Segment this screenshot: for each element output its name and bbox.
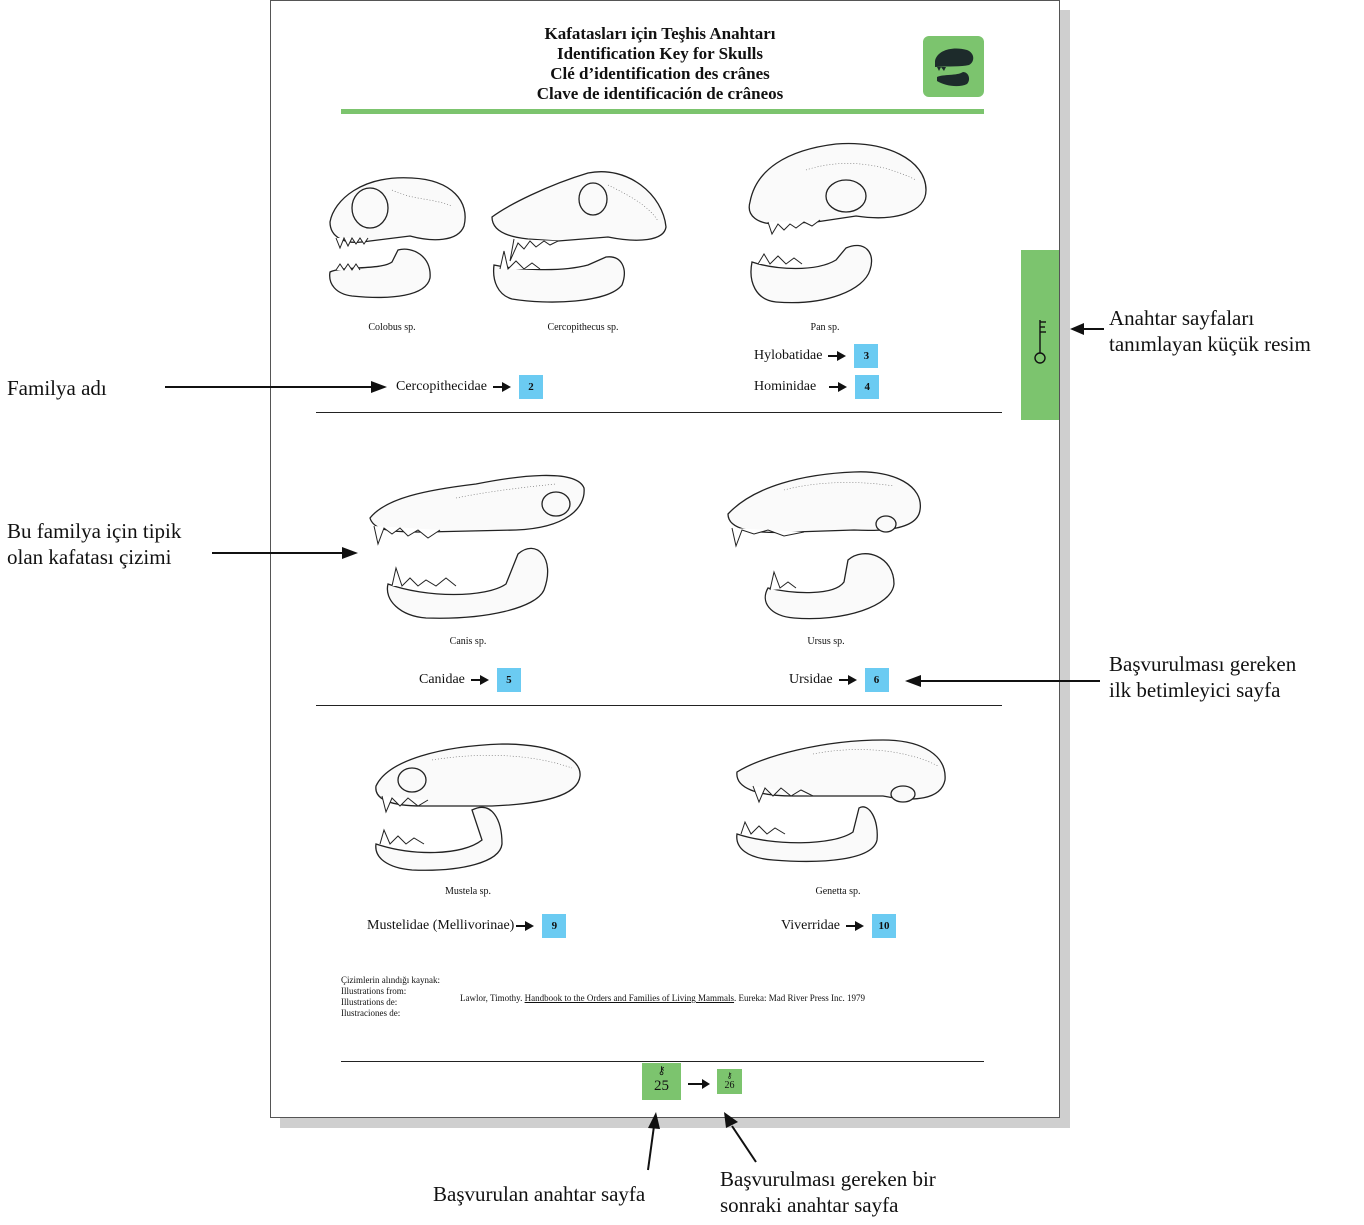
family-name: Cercopithecidae <box>396 379 487 394</box>
genetta-skull-drawing <box>736 739 946 862</box>
footer-rule <box>341 1061 984 1062</box>
title-line-tr: Kafatasları için Teşhis Anahtarı <box>544 24 776 43</box>
current-key-page-box[interactable]: ⚷ 25 <box>642 1063 681 1100</box>
annotation-first-page: Başvurulması gereken ilk betimleyici say… <box>1109 652 1297 702</box>
page-ref-box[interactable]: 10 <box>872 914 897 938</box>
key-icon <box>1034 320 1046 364</box>
page-ref-box[interactable]: 6 <box>864 668 889 692</box>
family-entry-viverridae: Viverridae 10 <box>781 914 897 938</box>
credits-label: Illustrations de: <box>341 997 398 1007</box>
page-ref-box[interactable]: 9 <box>542 914 567 938</box>
arrow-right-icon <box>516 921 535 931</box>
arrow-right-icon <box>838 675 857 685</box>
title-line-es: Clave de identificación de crâneos <box>536 84 784 103</box>
skull-caption: Genetta sp. <box>815 886 861 897</box>
arrow-right-icon <box>828 351 847 361</box>
title-rule <box>341 109 984 114</box>
annotation-arrow <box>905 675 1100 687</box>
skull-caption: Colobus sp. <box>368 322 416 333</box>
page-title: Kafatasları için Teşhis Anahtarı Identif… <box>470 24 850 104</box>
next-key-page-box[interactable]: ⚷ 26 <box>717 1069 742 1094</box>
credits-label: Ilustraciones de: <box>341 1008 401 1018</box>
annotation-next-key: Başvurulması gereken bir sonraki anahtar… <box>720 1167 936 1217</box>
cercopithecus-skull-drawing <box>491 171 667 303</box>
family-name: Mustelidae (Mellivorinae) <box>367 918 515 933</box>
annotation-arrow <box>212 547 358 559</box>
annotation-arrow <box>165 381 387 393</box>
ref-rest: . Eureka: Mad River Press Inc. 1979 <box>734 993 866 1003</box>
annotation-arrow <box>1070 323 1104 335</box>
section-divider <box>316 705 1002 706</box>
arrow-right-icon <box>470 675 489 685</box>
title-line-fr: Clé d’identification des crânes <box>550 64 770 83</box>
title-line-en: Identification Key for Skulls <box>556 44 764 63</box>
family-name: Viverridae <box>781 918 841 933</box>
annotation-current-key: Başvurulan anahtar sayfa <box>433 1182 646 1206</box>
arrow-right-icon <box>846 921 865 931</box>
annotation-arrow <box>724 1112 757 1163</box>
next-page-number: 26 <box>724 1080 735 1091</box>
family-entry-mustelidae: Mustelidae (Mellivorinae) 9 <box>367 914 567 938</box>
key-icon: ⚷ <box>657 1065 666 1077</box>
arrow-right-icon <box>492 382 511 392</box>
colobus-skull-drawing <box>329 177 466 299</box>
family-entry-hylobatidae: Hylobatidae 3 <box>754 344 879 368</box>
skull-caption: Mustela sp. <box>444 886 492 897</box>
page-ref-box[interactable]: 5 <box>496 668 521 692</box>
skull-caption: Pan sp. <box>810 322 840 333</box>
annotation-drawing: Bu familya için tipik olan kafatası çizi… <box>7 519 182 569</box>
ursus-skull-drawing <box>727 471 921 620</box>
canis-skull-drawing <box>369 474 585 619</box>
family-name: Hominidae <box>754 379 817 394</box>
pan-skull-drawing <box>748 142 927 304</box>
family-entry-canidae: Canidae 5 <box>419 668 521 692</box>
ref-title: Handbook to the Orders and Families of L… <box>524 993 735 1003</box>
skull-caption: Ursus sp. <box>807 636 845 647</box>
family-name: Canidae <box>419 672 465 687</box>
credits-reference: Lawlor, Timothy. Handbook to the Orders … <box>460 993 865 1004</box>
family-entry-cercopithecidae: Cercopithecidae 2 <box>396 375 543 399</box>
annotation-arrow <box>647 1112 660 1171</box>
key-icon: ⚷ <box>726 1071 733 1080</box>
key-pages-thumbnail-tab <box>1021 250 1059 420</box>
skull-caption: Cercopithecus sp. <box>547 322 619 333</box>
next-page-arrow-icon <box>688 1079 710 1089</box>
page-ref-box[interactable]: 2 <box>518 375 543 399</box>
current-page-number: 25 <box>654 1078 669 1094</box>
family-entry-ursidae: Ursidae 6 <box>789 668 889 692</box>
section-divider <box>316 412 1002 413</box>
annotation-family-name: Familya adı <box>7 376 107 400</box>
mustela-skull-drawing <box>375 743 581 871</box>
skull-logo-icon <box>923 36 984 97</box>
page-ref-box[interactable]: 4 <box>855 375 880 399</box>
family-entry-hominidae: Hominidae 4 <box>754 375 880 399</box>
skull-caption: Canis sp. <box>449 636 487 647</box>
credits-label: Çizimlerin alındığı kaynak: <box>341 975 440 985</box>
ref-author: Lawlor, Timothy. <box>460 993 525 1003</box>
credits-label: Illustrations from: <box>341 986 407 996</box>
family-name: Hylobatidae <box>754 348 823 363</box>
annotation-thumbnail: Anahtar sayfaları tanımlayan küçük resim <box>1109 306 1311 356</box>
arrow-right-icon <box>829 382 848 392</box>
family-name: Ursidae <box>789 672 833 687</box>
page-ref-box[interactable]: 3 <box>854 344 879 368</box>
credits-labels: Çizimlerin alındığı kaynak: Illustration… <box>341 975 440 1019</box>
